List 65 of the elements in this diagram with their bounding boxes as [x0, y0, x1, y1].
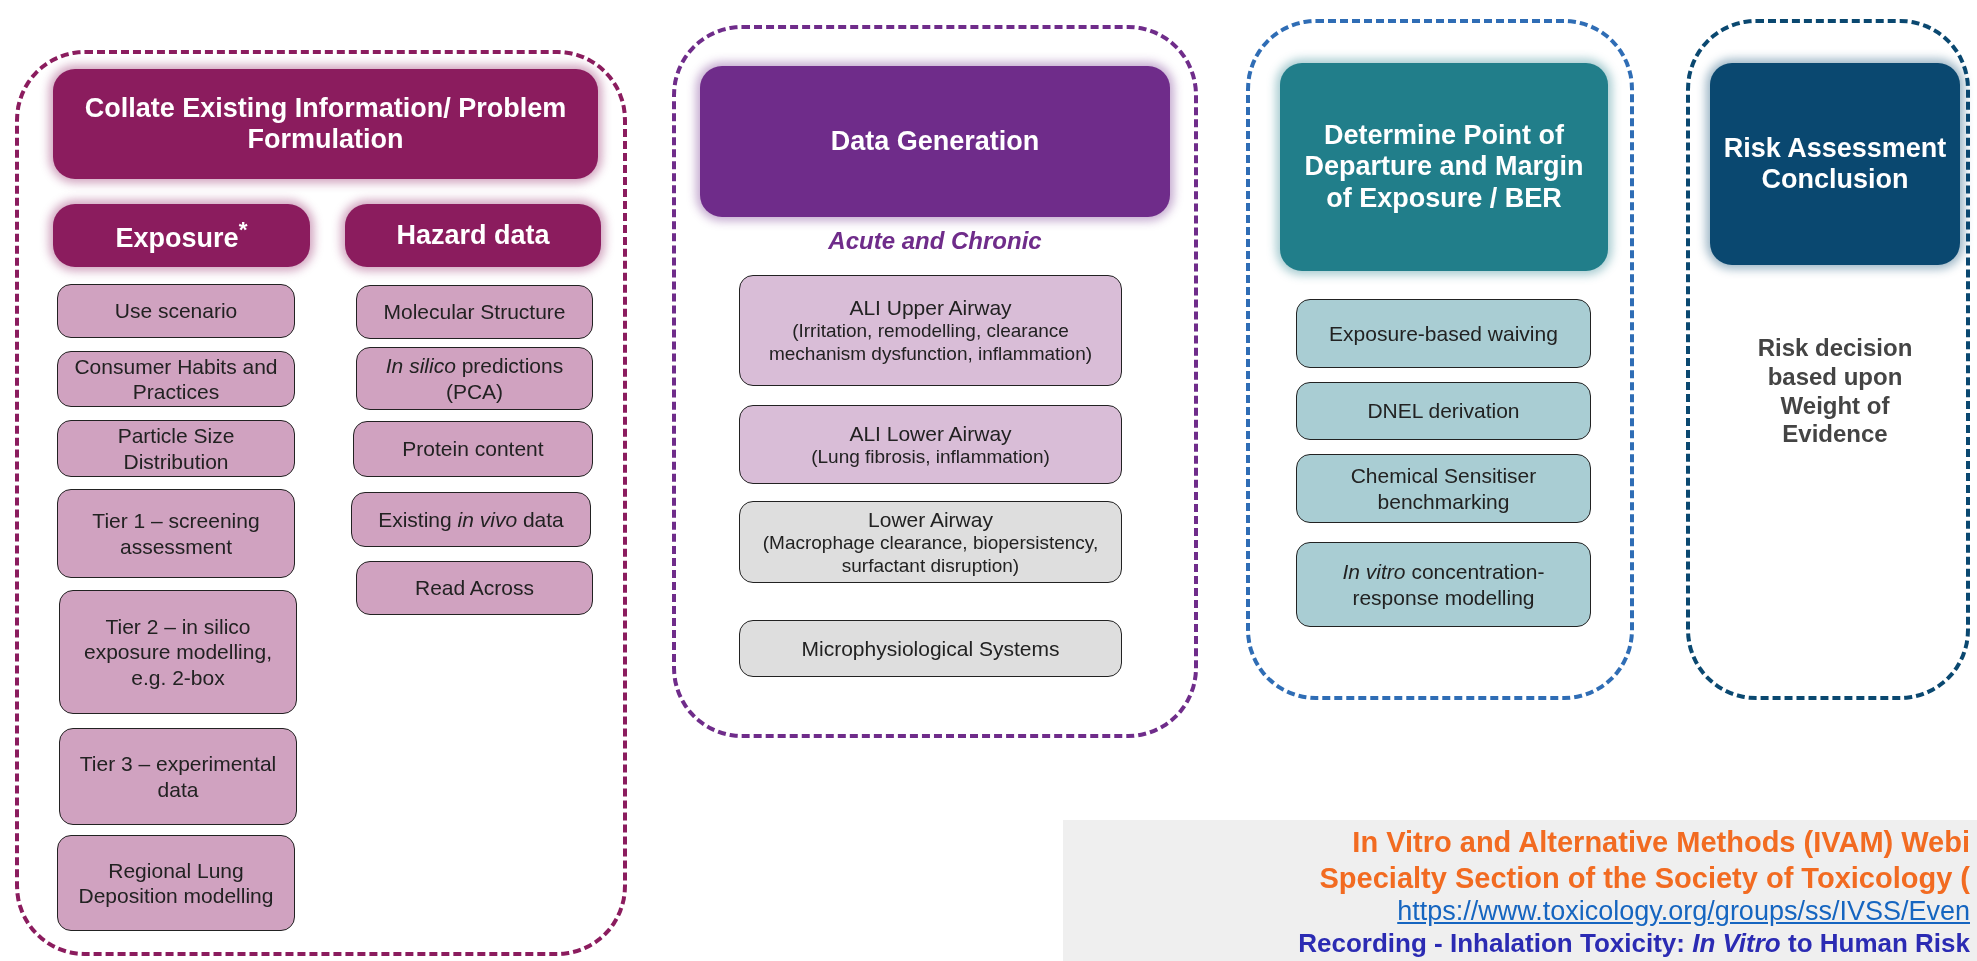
dashed-panel [1246, 19, 1634, 700]
box-text: Lower Airway [868, 506, 993, 532]
method-box [356, 347, 593, 410]
box-text: Tier 3 – experimental data [78, 751, 278, 802]
stage-header [345, 204, 601, 267]
box-text: Tier 1 – screening assessment [91, 508, 261, 559]
box-text: Molecular Structure [383, 299, 566, 325]
method-box [356, 561, 593, 615]
method-box [57, 420, 295, 477]
dashed-panel [15, 50, 627, 956]
box-text: ALI Lower Airway [849, 420, 1012, 446]
box-text: Risk Assessment Conclusion [1722, 132, 1948, 196]
method-box [351, 492, 591, 547]
method-box [57, 351, 295, 407]
note-text: Risk decision based upon Weight of Evidence [1756, 334, 1914, 450]
stage-header [53, 204, 310, 267]
method-box [739, 620, 1122, 677]
method-box [739, 501, 1122, 583]
box-text: Microphysiological Systems [801, 635, 1060, 662]
event-title: In Vitro and Alternative Methods (IVAM) Webi [1351, 826, 1970, 859]
box-text: Protein content [402, 436, 544, 462]
box-text: Existing in vivo data [378, 506, 564, 533]
box-text: Use scenario [114, 298, 238, 324]
subtitle-text: Acute and Chronic [827, 227, 1043, 255]
box-text: In silico predictions (PCA) [384, 353, 565, 404]
method-box [739, 405, 1122, 484]
box-text: Consumer Habits and Practices [73, 353, 279, 405]
box-text: DNEL derivation [1367, 398, 1520, 424]
stage-header [700, 66, 1170, 217]
method-box [353, 421, 593, 477]
box-text: Data Generation [830, 125, 1040, 157]
box-text: In vitro concentration-response modelling [1341, 559, 1546, 610]
link: https://www.toxicology.org/groups/ss/IVSS/Even [1397, 896, 1970, 927]
box-description: (Irritation, remodelling, clearance mechanism dysfunction, inflammation) [767, 320, 1094, 366]
dashed-panel [672, 25, 1198, 738]
box-text: Exposure-based waiving [1329, 320, 1558, 347]
method-box [1296, 454, 1591, 523]
stage-header [1710, 63, 1960, 265]
event-subtitle: Specialty Section of the Society of Toxicology ( [1318, 862, 1970, 895]
method-box [59, 590, 297, 714]
box-text: Regional Lung Deposition modelling [77, 857, 275, 909]
box-text: Particle Size Distribution [116, 423, 236, 474]
method-box [59, 728, 297, 825]
method-box [57, 489, 295, 578]
box-text: Tier 2 – in silico exposure modelling, e.g. 2-box [83, 614, 273, 690]
box-text: Read Across [414, 575, 535, 601]
box-text: ALI Upper Airway [849, 295, 1012, 321]
box-description: (Lung fibrosis, inflammation) [811, 445, 1050, 469]
stage-header [1280, 63, 1608, 271]
box-text: Hazard data [396, 219, 550, 251]
method-box [739, 275, 1122, 386]
method-box [57, 835, 295, 931]
box-text: Exposure$^{*}$ [115, 216, 248, 254]
method-box [1296, 542, 1591, 627]
box-text: Collate Existing Information/ Problem Formulation [83, 92, 568, 156]
box-text: Chemical Sensitiser benchmarking [1349, 463, 1538, 514]
method-box [1296, 299, 1591, 368]
method-box [57, 284, 295, 338]
method-box [356, 285, 593, 339]
stage-header [53, 69, 598, 179]
box-text: Determine Point of Departure and Margin of Exposure / BER [1303, 120, 1585, 214]
method-box [1296, 382, 1591, 440]
dashed-panel [1686, 19, 1970, 700]
recording-title: Recording - Inhalation Toxicity: In Vitro to Human Risk [1297, 928, 1970, 959]
box-description: (Macrophage clearance, biopersistency, surfactant disruption) [761, 531, 1100, 578]
